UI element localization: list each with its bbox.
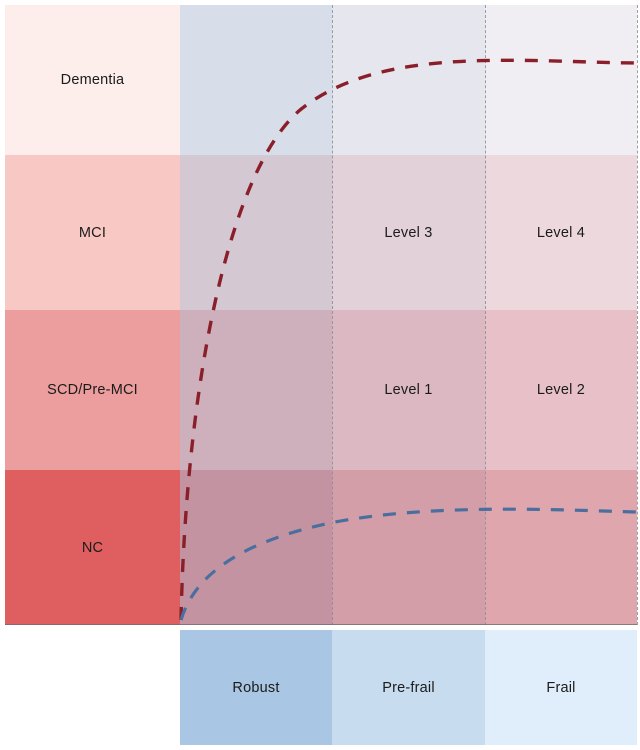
frailty-label-frail: Frail bbox=[485, 630, 637, 745]
level-cell-4: Level 4 bbox=[485, 155, 637, 310]
frailty-column-label: Pre-frail bbox=[382, 679, 435, 696]
cognition-row-mci: MCI bbox=[5, 155, 180, 310]
cognition-row-label: SCD/Pre-MCI bbox=[47, 382, 138, 398]
cognition-row-dementia: Dementia bbox=[5, 5, 180, 155]
frailty-label-pre-frail: Pre-frail bbox=[332, 630, 485, 745]
baseline-axis bbox=[5, 624, 637, 625]
cognition-row-label: NC bbox=[81, 539, 104, 556]
overlay-row-nc bbox=[180, 470, 637, 625]
frailty-column-label: Frail bbox=[546, 679, 576, 696]
cognition-row-label: Dementia bbox=[60, 72, 125, 88]
level-cell-3: Level 3 bbox=[332, 155, 485, 310]
level-label: Level 4 bbox=[536, 224, 586, 241]
frailty-label-robust: Robust bbox=[180, 630, 332, 745]
cognition-row-scd-pre-mci: SCD/Pre-MCI bbox=[5, 310, 180, 470]
cognition-row-label: MCI bbox=[78, 224, 107, 241]
level-label: Level 1 bbox=[384, 382, 433, 398]
overlay-row-dementia bbox=[180, 5, 637, 155]
level-cell-2: Level 2 bbox=[485, 310, 637, 470]
level-cell-1: Level 1 bbox=[332, 310, 485, 470]
level-label: Level 3 bbox=[384, 224, 433, 241]
level-label: Level 2 bbox=[536, 382, 586, 398]
frailty-column-label: Robust bbox=[232, 679, 280, 696]
column-separator-3-icon bbox=[637, 5, 638, 625]
cognition-row-nc: NC bbox=[5, 470, 180, 625]
